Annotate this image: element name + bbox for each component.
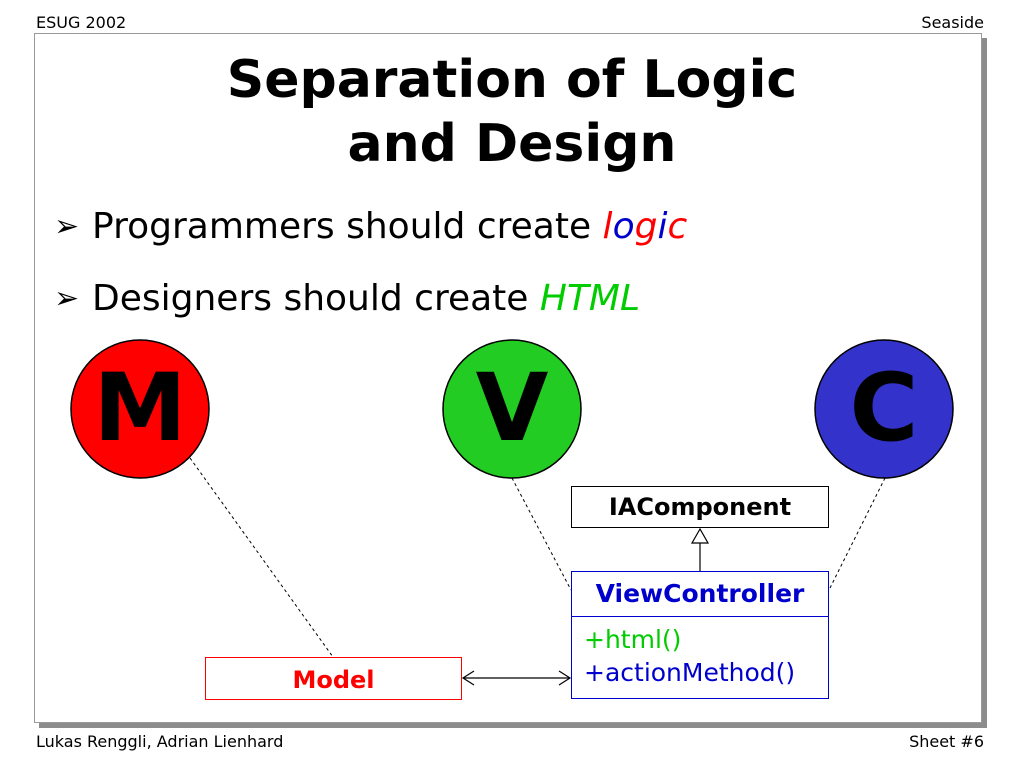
bullet-arrow-icon: ➢ (54, 209, 80, 244)
model-box: Model (205, 657, 462, 700)
bullet-text: Programmers should create (92, 206, 603, 247)
controller-circle (814, 339, 954, 479)
method-html: +html() (584, 625, 682, 654)
view-letter: V (475, 354, 549, 463)
bullet-programmers: ➢ Programmers should create logic (54, 205, 687, 249)
association-right-arrow-icon (558, 670, 572, 686)
viewcontroller-methods: +html() +actionMethod() (572, 617, 828, 689)
controller-connector-line (828, 477, 886, 591)
header-event: ESUG 2002 (36, 13, 127, 32)
controller-letter: C (849, 354, 919, 463)
title-line-2: and Design (347, 114, 677, 174)
model-connector-line (189, 457, 334, 658)
keyword-logic: logic (602, 206, 688, 247)
viewcontroller-box: ViewController +html() +actionMethod() (571, 571, 829, 699)
footer-authors: Lukas Renggli, Adrian Lienhard (36, 732, 284, 751)
iacomponent-box: IAComponent (571, 486, 829, 528)
view-connector-line (511, 477, 572, 591)
keyword-html: HTML (539, 278, 641, 319)
view-circle (442, 339, 582, 479)
bullet-text: Designers should create (92, 278, 540, 319)
bullet-designers: ➢ Designers should create HTML (54, 277, 640, 321)
model-letter: M (93, 354, 187, 463)
viewcontroller-title: ViewController (572, 572, 828, 617)
header-topic: Seaside (921, 13, 984, 32)
title-line-1: Separation of Logic (226, 50, 798, 110)
method-action: +actionMethod() (584, 658, 796, 687)
inheritance-arrowhead-icon (690, 527, 710, 544)
footer-sheet-number: Sheet #6 (909, 732, 984, 751)
slide-title: Separation of Logic and Design (0, 48, 1024, 176)
association-left-arrow-icon (461, 670, 475, 686)
model-circle (70, 339, 210, 479)
bullet-arrow-icon: ➢ (54, 281, 80, 316)
